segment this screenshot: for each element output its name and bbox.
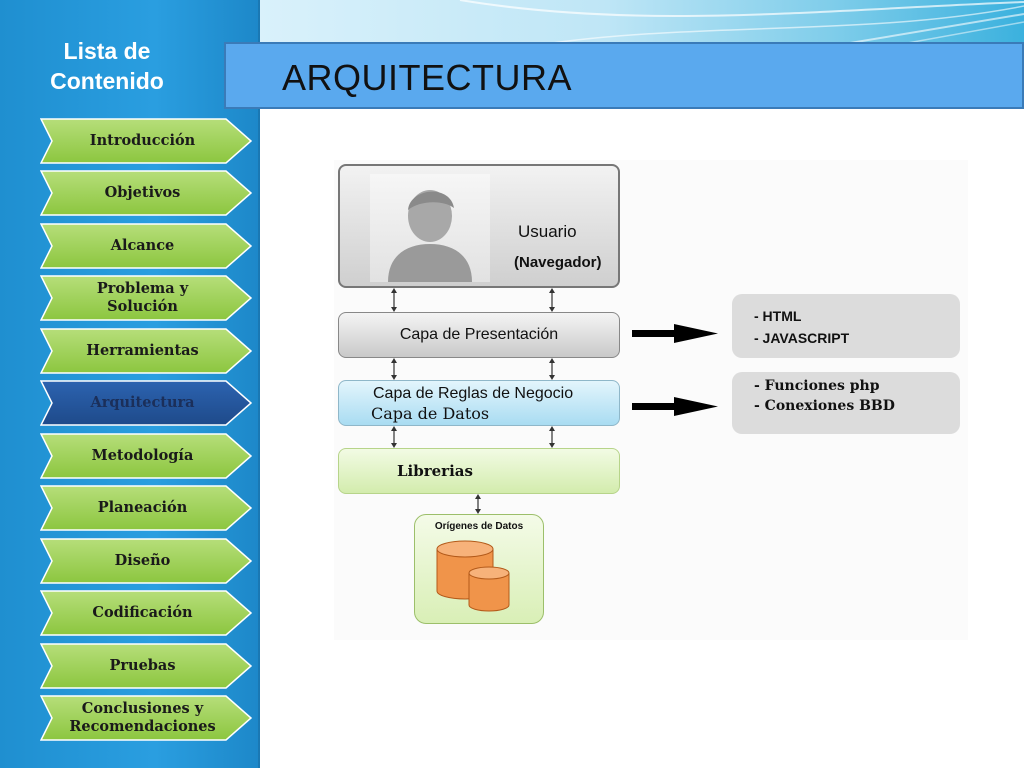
nav-item-shape bbox=[40, 223, 252, 269]
presentation-label: Capa de Presentación bbox=[399, 326, 559, 343]
nav-item-label: Metodología bbox=[91, 447, 194, 464]
libraries-label: Librerias bbox=[397, 462, 473, 480]
top-decoration bbox=[260, 0, 1024, 48]
arrow-rules bbox=[632, 397, 718, 416]
data-sources-box: Orígenes de Datos bbox=[414, 514, 544, 624]
nav-item-codificacion[interactable]: Codificación bbox=[40, 590, 252, 636]
nav-item-shape bbox=[40, 118, 252, 164]
page-title: ARQUITECTURA bbox=[282, 57, 573, 98]
nav-item-label: Herramientas bbox=[86, 342, 199, 359]
architecture-diagram: Usuario (Navegador) Capa de Presentación… bbox=[334, 160, 968, 640]
nav-item-introduccion[interactable]: Introducción bbox=[40, 118, 252, 164]
business-rules-label: Capa de Reglas de Negocio bbox=[373, 385, 574, 402]
nav-item-herramientas[interactable]: Herramientas bbox=[40, 328, 252, 374]
nav-item-label: Alcance bbox=[110, 237, 175, 254]
nav-item-label: Objetivos bbox=[104, 184, 181, 201]
data-layer-label: Capa de Datos bbox=[371, 404, 490, 423]
nav-item-problema-y-solucion[interactable]: Problema y Solución bbox=[40, 275, 252, 321]
nav-item-alcance[interactable]: Alcance bbox=[40, 223, 252, 269]
rules-notes: - Funciones php - Conexiones BBD bbox=[732, 372, 960, 434]
nav-item-label: Introducción bbox=[89, 132, 196, 149]
nav-item-shape bbox=[40, 590, 252, 636]
arrow-presentation bbox=[632, 324, 718, 343]
nav-item-shape bbox=[40, 695, 252, 741]
note-html: - HTML bbox=[754, 308, 802, 324]
nav-item-arquitectura[interactable]: Arquitectura bbox=[40, 380, 252, 426]
database-icon bbox=[436, 540, 510, 612]
sidebar-title: Lista de Contenido bbox=[50, 38, 164, 94]
user-avatar bbox=[370, 174, 490, 282]
nav-item-shape bbox=[40, 433, 252, 479]
nav-item-shape bbox=[40, 643, 252, 689]
note-bbd: - Conexiones BBD bbox=[754, 398, 895, 414]
user-box: Usuario (Navegador) bbox=[338, 164, 620, 288]
diagram-connectors bbox=[391, 288, 718, 514]
nav-item-shape bbox=[40, 380, 252, 426]
nav-item-label: Arquitectura bbox=[90, 394, 195, 411]
nav-item-label: Problema y Solución bbox=[96, 280, 189, 315]
nav-item-metodologia[interactable]: Metodología bbox=[40, 433, 252, 479]
nav-item-shape bbox=[40, 275, 252, 321]
nav-item-label: Codificación bbox=[92, 604, 193, 621]
nav-item-label: Planeación bbox=[97, 499, 188, 516]
user-icon bbox=[388, 190, 472, 282]
presentation-layer: Capa de Presentación bbox=[338, 312, 620, 358]
business-rules-layer: Capa de Reglas de Negocio Capa de Datos bbox=[338, 380, 620, 426]
user-sublabel: (Navegador) bbox=[514, 254, 602, 271]
data-sources-label: Orígenes de Datos bbox=[434, 521, 524, 532]
nav-item-pruebas[interactable]: Pruebas bbox=[40, 643, 252, 689]
nav-item-shape bbox=[40, 538, 252, 584]
nav-item-shape bbox=[40, 170, 252, 216]
nav-item-label: Conclusiones y Recomendaciones bbox=[69, 700, 216, 735]
nav-item-diseno[interactable]: Diseño bbox=[40, 538, 252, 584]
presentation-notes: - HTML - JAVASCRIPT bbox=[732, 294, 960, 358]
nav-item-planeacion[interactable]: Planeación bbox=[40, 485, 252, 531]
nav-item-objetivos[interactable]: Objetivos bbox=[40, 170, 252, 216]
nav-item-label: Diseño bbox=[114, 552, 171, 569]
nav-item-conclusiones-y-recomendaciones[interactable]: Conclusiones y Recomendaciones bbox=[40, 695, 252, 741]
note-javascript: - JAVASCRIPT bbox=[754, 330, 850, 346]
note-php: - Funciones php bbox=[754, 378, 880, 394]
header-bar: ARQUITECTURA bbox=[224, 42, 1024, 109]
nav-item-shape bbox=[40, 328, 252, 374]
user-label: Usuario bbox=[518, 222, 577, 241]
libraries-layer: Librerias bbox=[338, 448, 620, 494]
nav-item-shape bbox=[40, 485, 252, 531]
nav-item-label: Pruebas bbox=[109, 657, 176, 674]
